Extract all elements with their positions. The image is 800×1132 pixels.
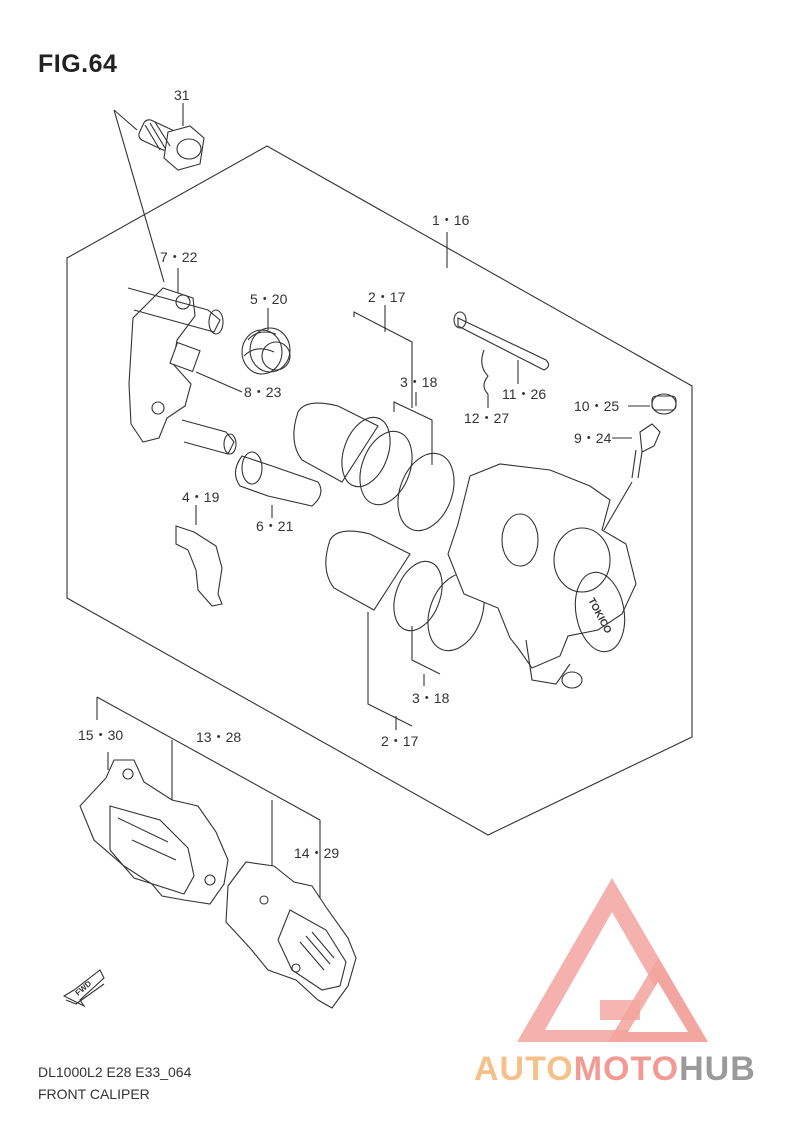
pin-11-26 xyxy=(453,311,550,408)
figure-title: FIG.64 xyxy=(38,50,118,78)
callout-15-30: 15・30 xyxy=(78,727,124,743)
pistons-top xyxy=(293,305,455,532)
callout-2-17-top: 2・17 xyxy=(368,289,406,305)
caliper-bracket xyxy=(127,268,243,455)
callout-7-22: 7・22 xyxy=(160,249,198,265)
watermark-text: AUTOMOTOHUB xyxy=(474,1050,756,1089)
watermark-part-hub: HUB xyxy=(679,1050,756,1088)
boot-5-20 xyxy=(241,308,291,375)
callout-13-28: 13・28 xyxy=(196,729,242,745)
bolt-31 xyxy=(113,103,205,283)
watermark-part-moto: MOTO xyxy=(573,1050,680,1088)
callout-3-18-bot: 3・18 xyxy=(412,690,450,706)
callout-1-16: 1・16 xyxy=(432,212,470,228)
watermark-part-auto: AUTO xyxy=(474,1050,574,1088)
callout-14-29: 14・29 xyxy=(294,845,340,861)
callout-4-19: 4・19 xyxy=(182,489,220,505)
figure-code: DL1000L2 E28 E33_064 xyxy=(38,1064,192,1080)
bleeder-parts xyxy=(603,393,677,531)
callout-6-21: 6・21 xyxy=(256,518,294,534)
callout-5-20: 5・20 xyxy=(250,291,288,307)
fwd-arrow-graphic xyxy=(62,969,105,1008)
caliper-body xyxy=(447,463,637,689)
callout-3-18-top: 3・18 xyxy=(400,374,438,390)
pin-6-21 xyxy=(234,451,322,518)
callout-8-23: 8・23 xyxy=(244,384,282,400)
figure-name: FRONT CALIPER xyxy=(38,1086,150,1102)
callout-12-27: 12・27 xyxy=(464,410,510,426)
callout-11-26: 11・26 xyxy=(502,386,547,402)
callout-9-24: 9・24 xyxy=(574,430,612,446)
watermark-logo xyxy=(517,878,708,1042)
brake-pad-right xyxy=(225,861,357,1009)
pistons-bottom xyxy=(325,530,485,730)
assembly-frame xyxy=(66,145,693,836)
pad-spring xyxy=(175,505,223,607)
callout-2-17-bot: 2・17 xyxy=(381,733,419,749)
callout-10-25: 10・25 xyxy=(574,398,620,414)
callout-31: 31 xyxy=(174,87,190,103)
brake-pad-left xyxy=(79,759,229,905)
